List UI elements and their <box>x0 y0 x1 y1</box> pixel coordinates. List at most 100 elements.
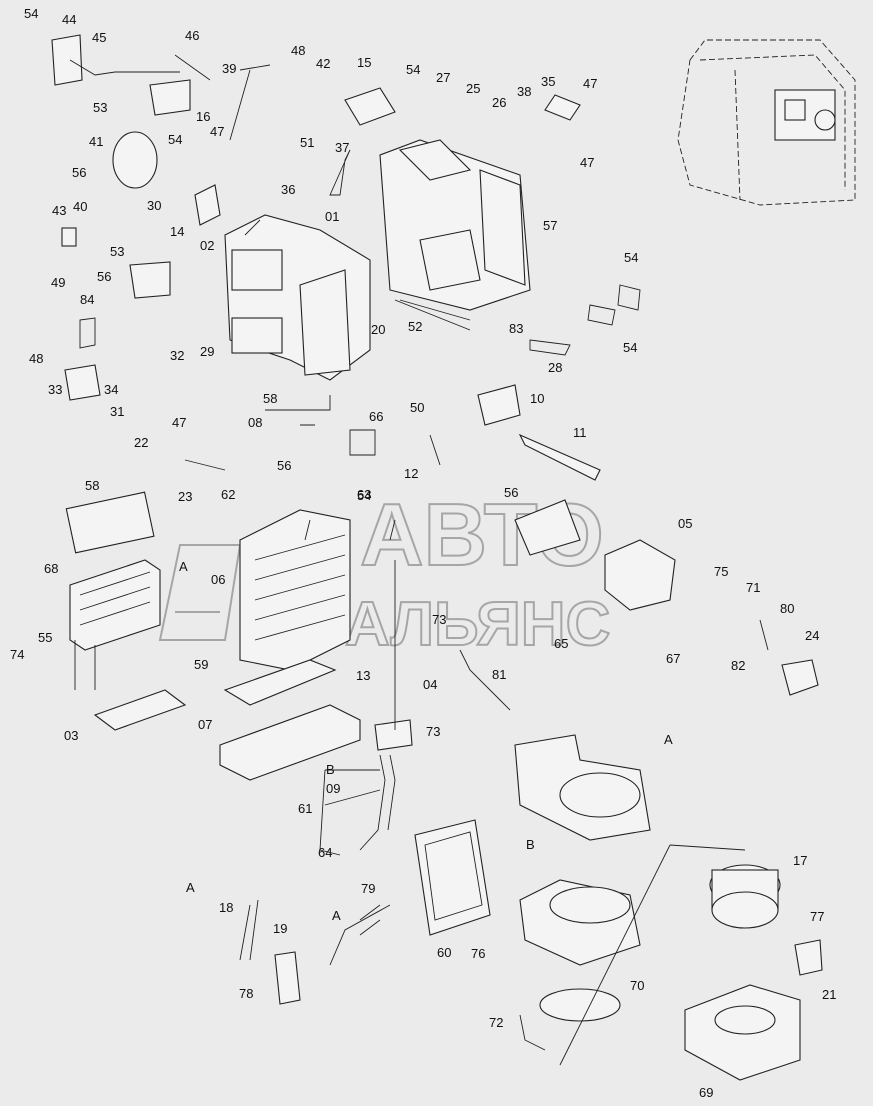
callout-label: 78 <box>239 986 253 1001</box>
callout-label: 10 <box>530 391 544 406</box>
callout-label: 24 <box>805 628 819 643</box>
callout-label: 03 <box>64 728 78 743</box>
callout-label: 76 <box>471 946 485 961</box>
callout-label: 53 <box>93 100 107 115</box>
callout-label: 82 <box>731 658 745 673</box>
callout-label: 29 <box>200 344 214 359</box>
callout-label: 54 <box>624 250 638 265</box>
callout-label: 42 <box>316 56 330 71</box>
callout-label: 81 <box>492 667 506 682</box>
callout-label: 79 <box>361 881 375 896</box>
callout-label: A <box>186 880 195 895</box>
callout-label: 06 <box>211 572 225 587</box>
small-parts <box>51 34 823 1066</box>
callout-label: 02 <box>200 238 214 253</box>
heater-core-06 <box>69 559 161 690</box>
callout-label: 33 <box>48 382 62 397</box>
callout-label: 38 <box>517 84 531 99</box>
cover-04 <box>223 659 337 706</box>
callout-label: 26 <box>492 95 506 110</box>
watermark-line2: АЛЬЯНС <box>345 590 610 659</box>
callout-label: 51 <box>300 135 314 150</box>
callout-label: 50 <box>410 400 424 415</box>
callout-label: 68 <box>44 561 58 576</box>
motor-65 <box>781 659 819 696</box>
callout-label: 84 <box>80 292 94 307</box>
callout-label: 21 <box>822 987 836 1002</box>
callout-label: 47 <box>172 415 186 430</box>
callout-label: 48 <box>29 351 43 366</box>
callout-label: B <box>526 837 535 852</box>
actuator-28 <box>477 384 521 426</box>
callout-label: 62 <box>221 487 235 502</box>
callout-label: 05 <box>678 516 692 531</box>
seal-79 <box>414 819 491 936</box>
callout-label: 41 <box>89 134 103 149</box>
callout-label: 58 <box>263 391 277 406</box>
callout-label: 18 <box>219 900 233 915</box>
callout-label: 54 <box>357 488 371 503</box>
callout-label: 56 <box>97 269 111 284</box>
callout-label: 20 <box>371 322 385 337</box>
callout-label: 47 <box>583 76 597 91</box>
blower-case-60 <box>519 879 641 966</box>
callout-label: A <box>332 908 341 923</box>
callout-label: 31 <box>110 404 124 419</box>
callout-label: 17 <box>793 853 807 868</box>
callout-label: 54 <box>623 340 637 355</box>
callout-label: 59 <box>194 657 208 672</box>
callout-label: 36 <box>281 182 295 197</box>
callout-label: 48 <box>291 43 305 58</box>
callout-label: 11 <box>573 425 587 440</box>
callout-label: 60 <box>437 945 451 960</box>
callout-label: B <box>326 762 335 777</box>
callout-label: 16 <box>196 109 210 124</box>
callout-label: 56 <box>277 458 291 473</box>
callout-label: 44 <box>62 12 76 27</box>
resistor-63 <box>604 539 676 611</box>
callout-label: 53 <box>110 244 124 259</box>
bracket-62 <box>514 499 581 556</box>
callout-label: 56 <box>72 165 86 180</box>
callout-label: 04 <box>423 677 437 692</box>
evaporator-05 <box>239 509 351 671</box>
callout-label: 27 <box>436 70 450 85</box>
callout-label: 25 <box>466 81 480 96</box>
callout-label: 69 <box>699 1085 713 1100</box>
callout-label: 54 <box>24 6 38 21</box>
callout-label: 37 <box>335 140 349 155</box>
callout-label: 64 <box>318 845 332 860</box>
callout-label: 66 <box>369 409 383 424</box>
callout-label: 40 <box>73 199 87 214</box>
cab-thumbnail <box>677 39 856 206</box>
callout-label: 28 <box>548 360 562 375</box>
callout-label: 19 <box>273 921 287 936</box>
heater-housing-01 <box>379 139 531 311</box>
callout-label: 01 <box>325 209 339 224</box>
callout-label: 14 <box>170 224 184 239</box>
callout-label: 23 <box>178 489 192 504</box>
callout-label: 45 <box>92 30 106 45</box>
callout-label: 34 <box>104 382 118 397</box>
callout-label: 30 <box>147 198 161 213</box>
callout-label: 56 <box>504 485 518 500</box>
callout-label: 09 <box>326 781 340 796</box>
callout-label: 32 <box>170 348 184 363</box>
callout-label: 83 <box>509 321 523 336</box>
callout-label: 43 <box>52 203 66 218</box>
heater-housing-02 <box>224 214 371 381</box>
callout-label: 47 <box>210 124 224 139</box>
callout-label: 61 <box>298 801 312 816</box>
filter-12 <box>65 491 155 554</box>
callout-label: 47 <box>580 155 594 170</box>
panel-66 <box>518 433 601 481</box>
callout-label: 75 <box>714 564 728 579</box>
callout-label: 73 <box>432 612 446 627</box>
callout-label: 77 <box>810 909 824 924</box>
callout-label: 54 <box>406 62 420 77</box>
ring-78 <box>539 988 621 1022</box>
callout-label: 58 <box>85 478 99 493</box>
